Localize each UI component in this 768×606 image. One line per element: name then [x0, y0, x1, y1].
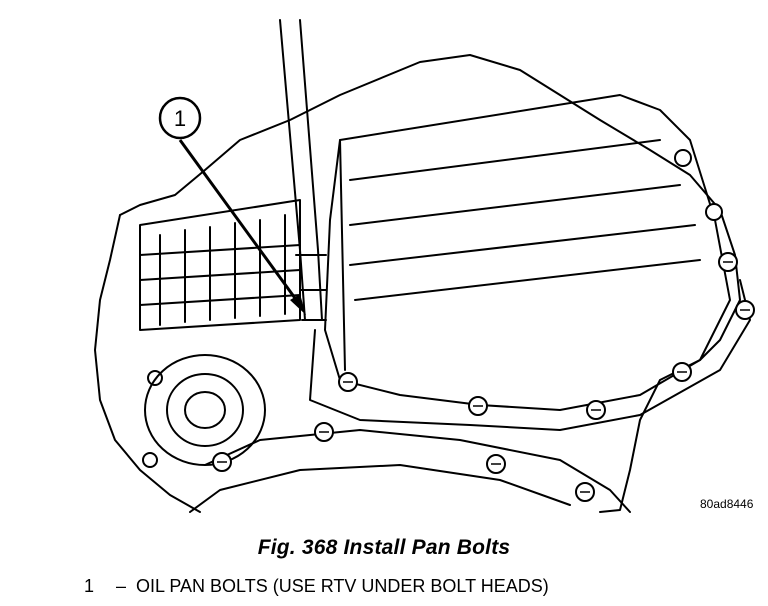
oil-pan — [324, 94, 731, 411]
legend-number: 1 — [84, 576, 95, 596]
legend-text: OIL PAN BOLTS (USE RTV UNDER BOLT HEADS) — [136, 576, 549, 596]
callout-circle — [158, 96, 202, 140]
legend-item: 1–OIL PAN BOLTS (USE RTV UNDER BOLT HEAD… — [84, 576, 549, 597]
pan-bolt — [705, 203, 723, 221]
callout-number: 1 — [174, 106, 186, 131]
pan-bolts — [212, 149, 755, 502]
case-ribs — [139, 199, 301, 331]
transmission-oil-pan-drawing: 1 80ad8446 — [94, 19, 755, 513]
pan-bolt — [674, 149, 692, 167]
leader-arrowhead — [290, 294, 306, 315]
pan-flange — [309, 279, 751, 431]
output-bearing — [144, 354, 266, 466]
dipstick-tube — [279, 19, 323, 321]
figure-caption: Fig. 368 Install Pan Bolts — [257, 536, 511, 559]
callout-1: 1 — [158, 96, 306, 315]
illustration: 1 80ad8446 — [94, 19, 755, 513]
transmission-case — [119, 54, 741, 513]
figure-code: 80ad8446 — [700, 497, 754, 511]
legend-dash: – — [115, 576, 126, 596]
leader-line — [178, 139, 302, 306]
